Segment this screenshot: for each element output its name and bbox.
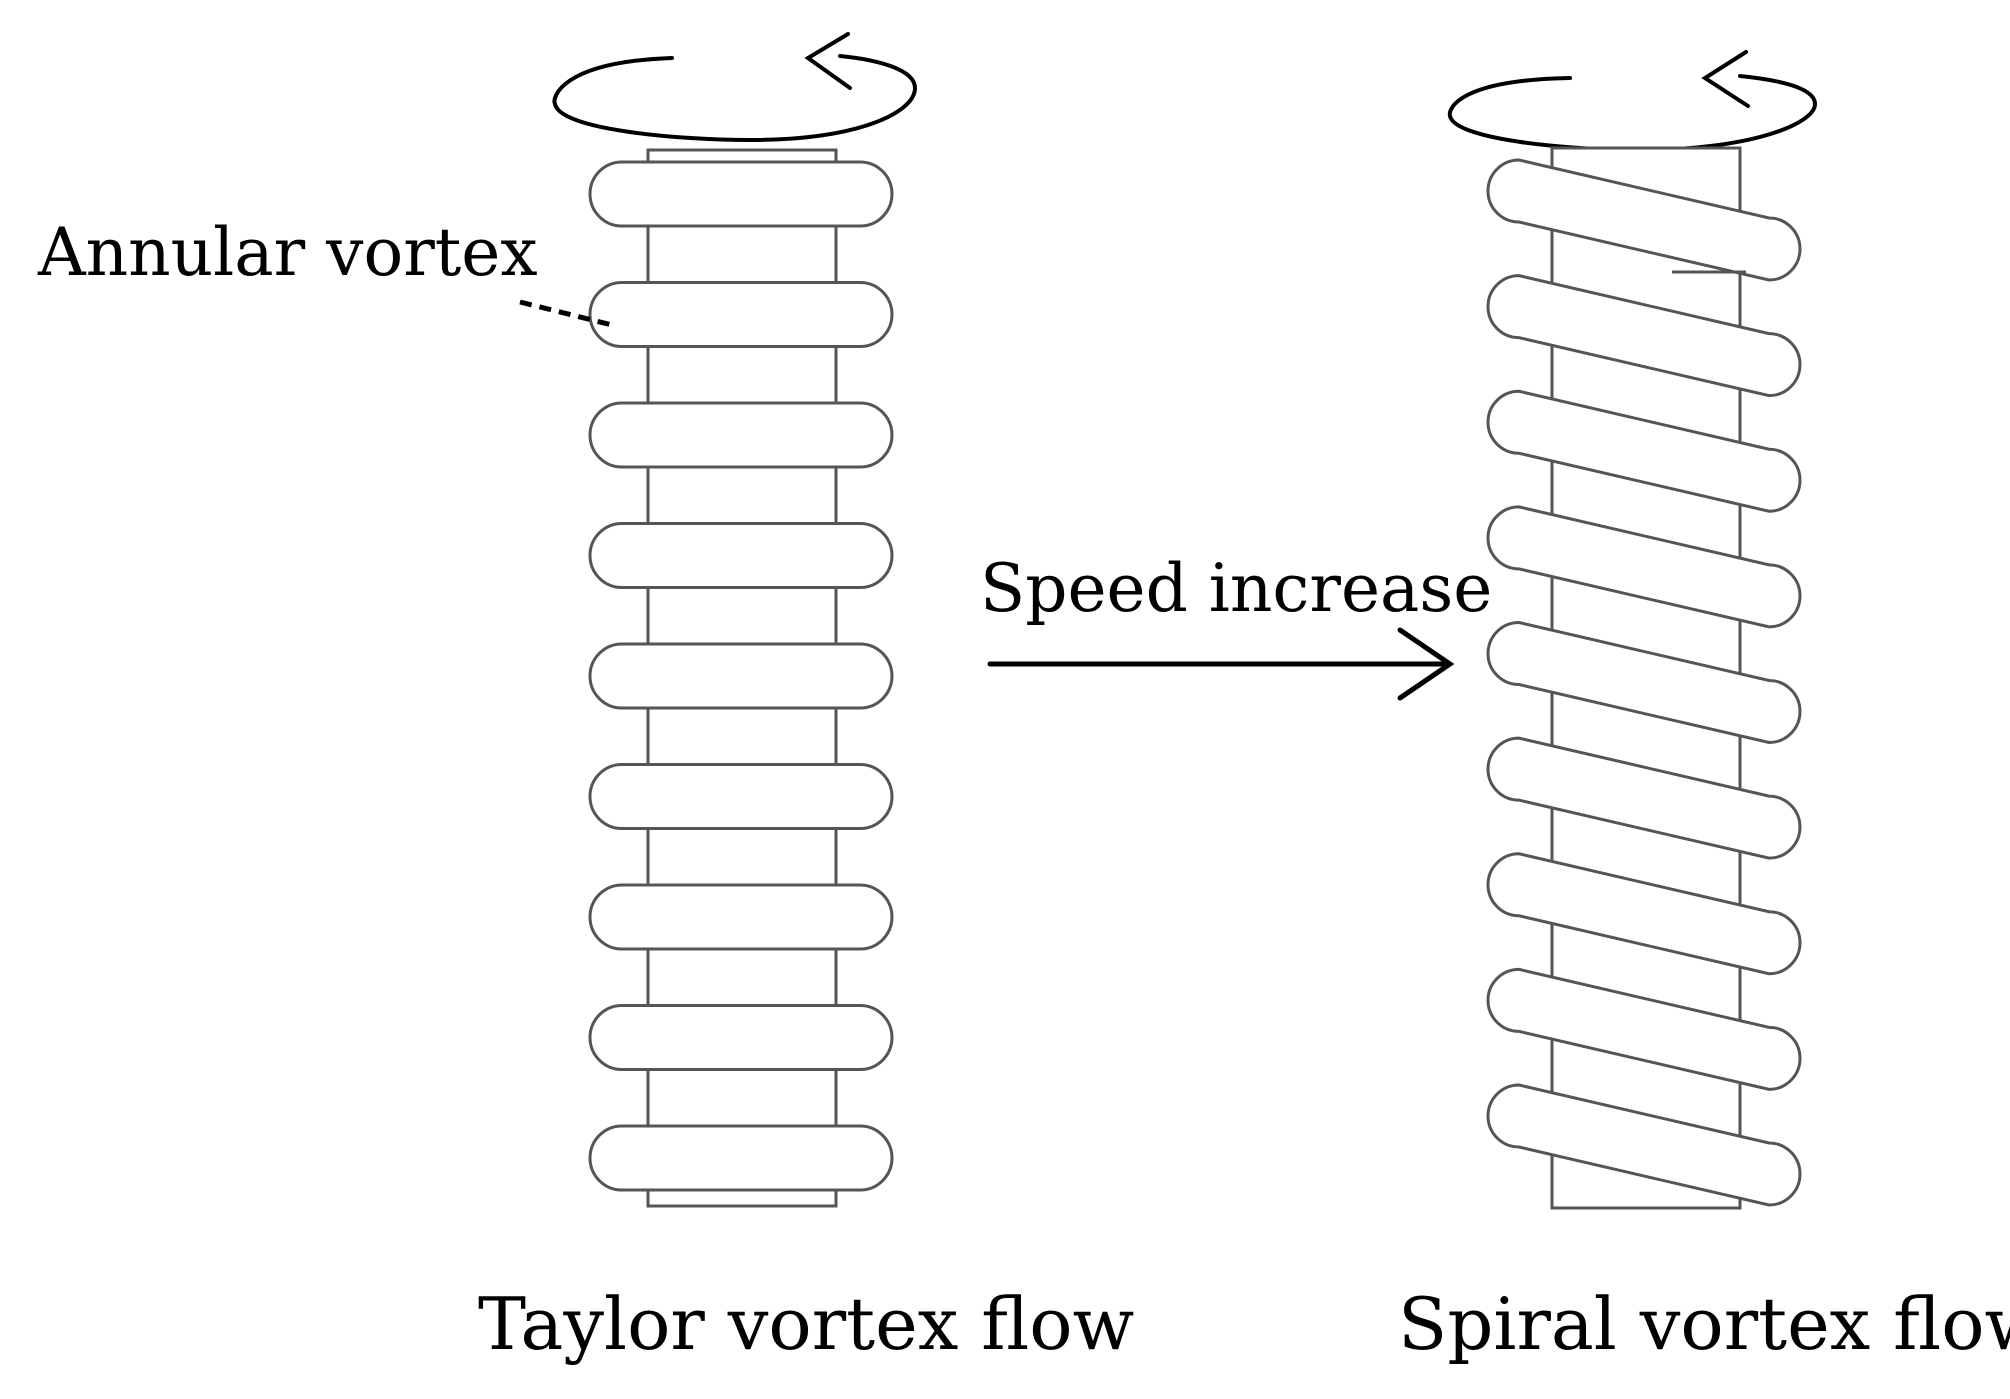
annular-vortex-label: Annular vortex — [38, 214, 538, 291]
annular-vortex-ring — [588, 281, 894, 348]
spiral-vortex-flow-caption: Spiral vortex flow — [1398, 1282, 2010, 1366]
annular-vortex-ring — [588, 401, 894, 469]
taylor-rotation-arrow-icon — [552, 32, 918, 143]
spiral-vortex-turn — [1486, 852, 1802, 976]
spiral-vortex-turn — [1486, 389, 1802, 513]
annular-vortex-ring — [588, 763, 894, 830]
spiral-vortex-turn — [1486, 274, 1802, 398]
annular-vortex-ring — [588, 1124, 894, 1192]
annular-vortex-ring — [588, 160, 894, 228]
annular-vortex-ring — [588, 1004, 894, 1071]
spiral-rotation-arrow-icon — [1447, 50, 1818, 153]
spiral-vortex-turn — [1486, 620, 1802, 745]
taylor-vortex-flow-caption: Taylor vortex flow — [478, 1282, 1135, 1366]
spiral-vortex-turn — [1486, 158, 1802, 282]
spiral-vortex-turn — [1486, 505, 1802, 629]
speed-increase-arrow-icon — [987, 627, 1455, 701]
taylor-vortex-rings — [588, 160, 894, 1192]
spiral-vortex-turn — [1486, 1083, 1802, 1207]
annular-vortex-ring — [588, 883, 894, 951]
annular-vortex-ring — [588, 522, 894, 589]
annular-vortex-ring — [588, 642, 894, 710]
annular-vortex-leader-line — [519, 299, 613, 328]
speed-increase-label: Speed increase — [980, 550, 1493, 627]
spiral-vortex-turn — [1486, 736, 1802, 860]
spiral-vortex-turn — [1486, 967, 1802, 1091]
spiral-vortex-coils — [1486, 158, 1802, 1207]
